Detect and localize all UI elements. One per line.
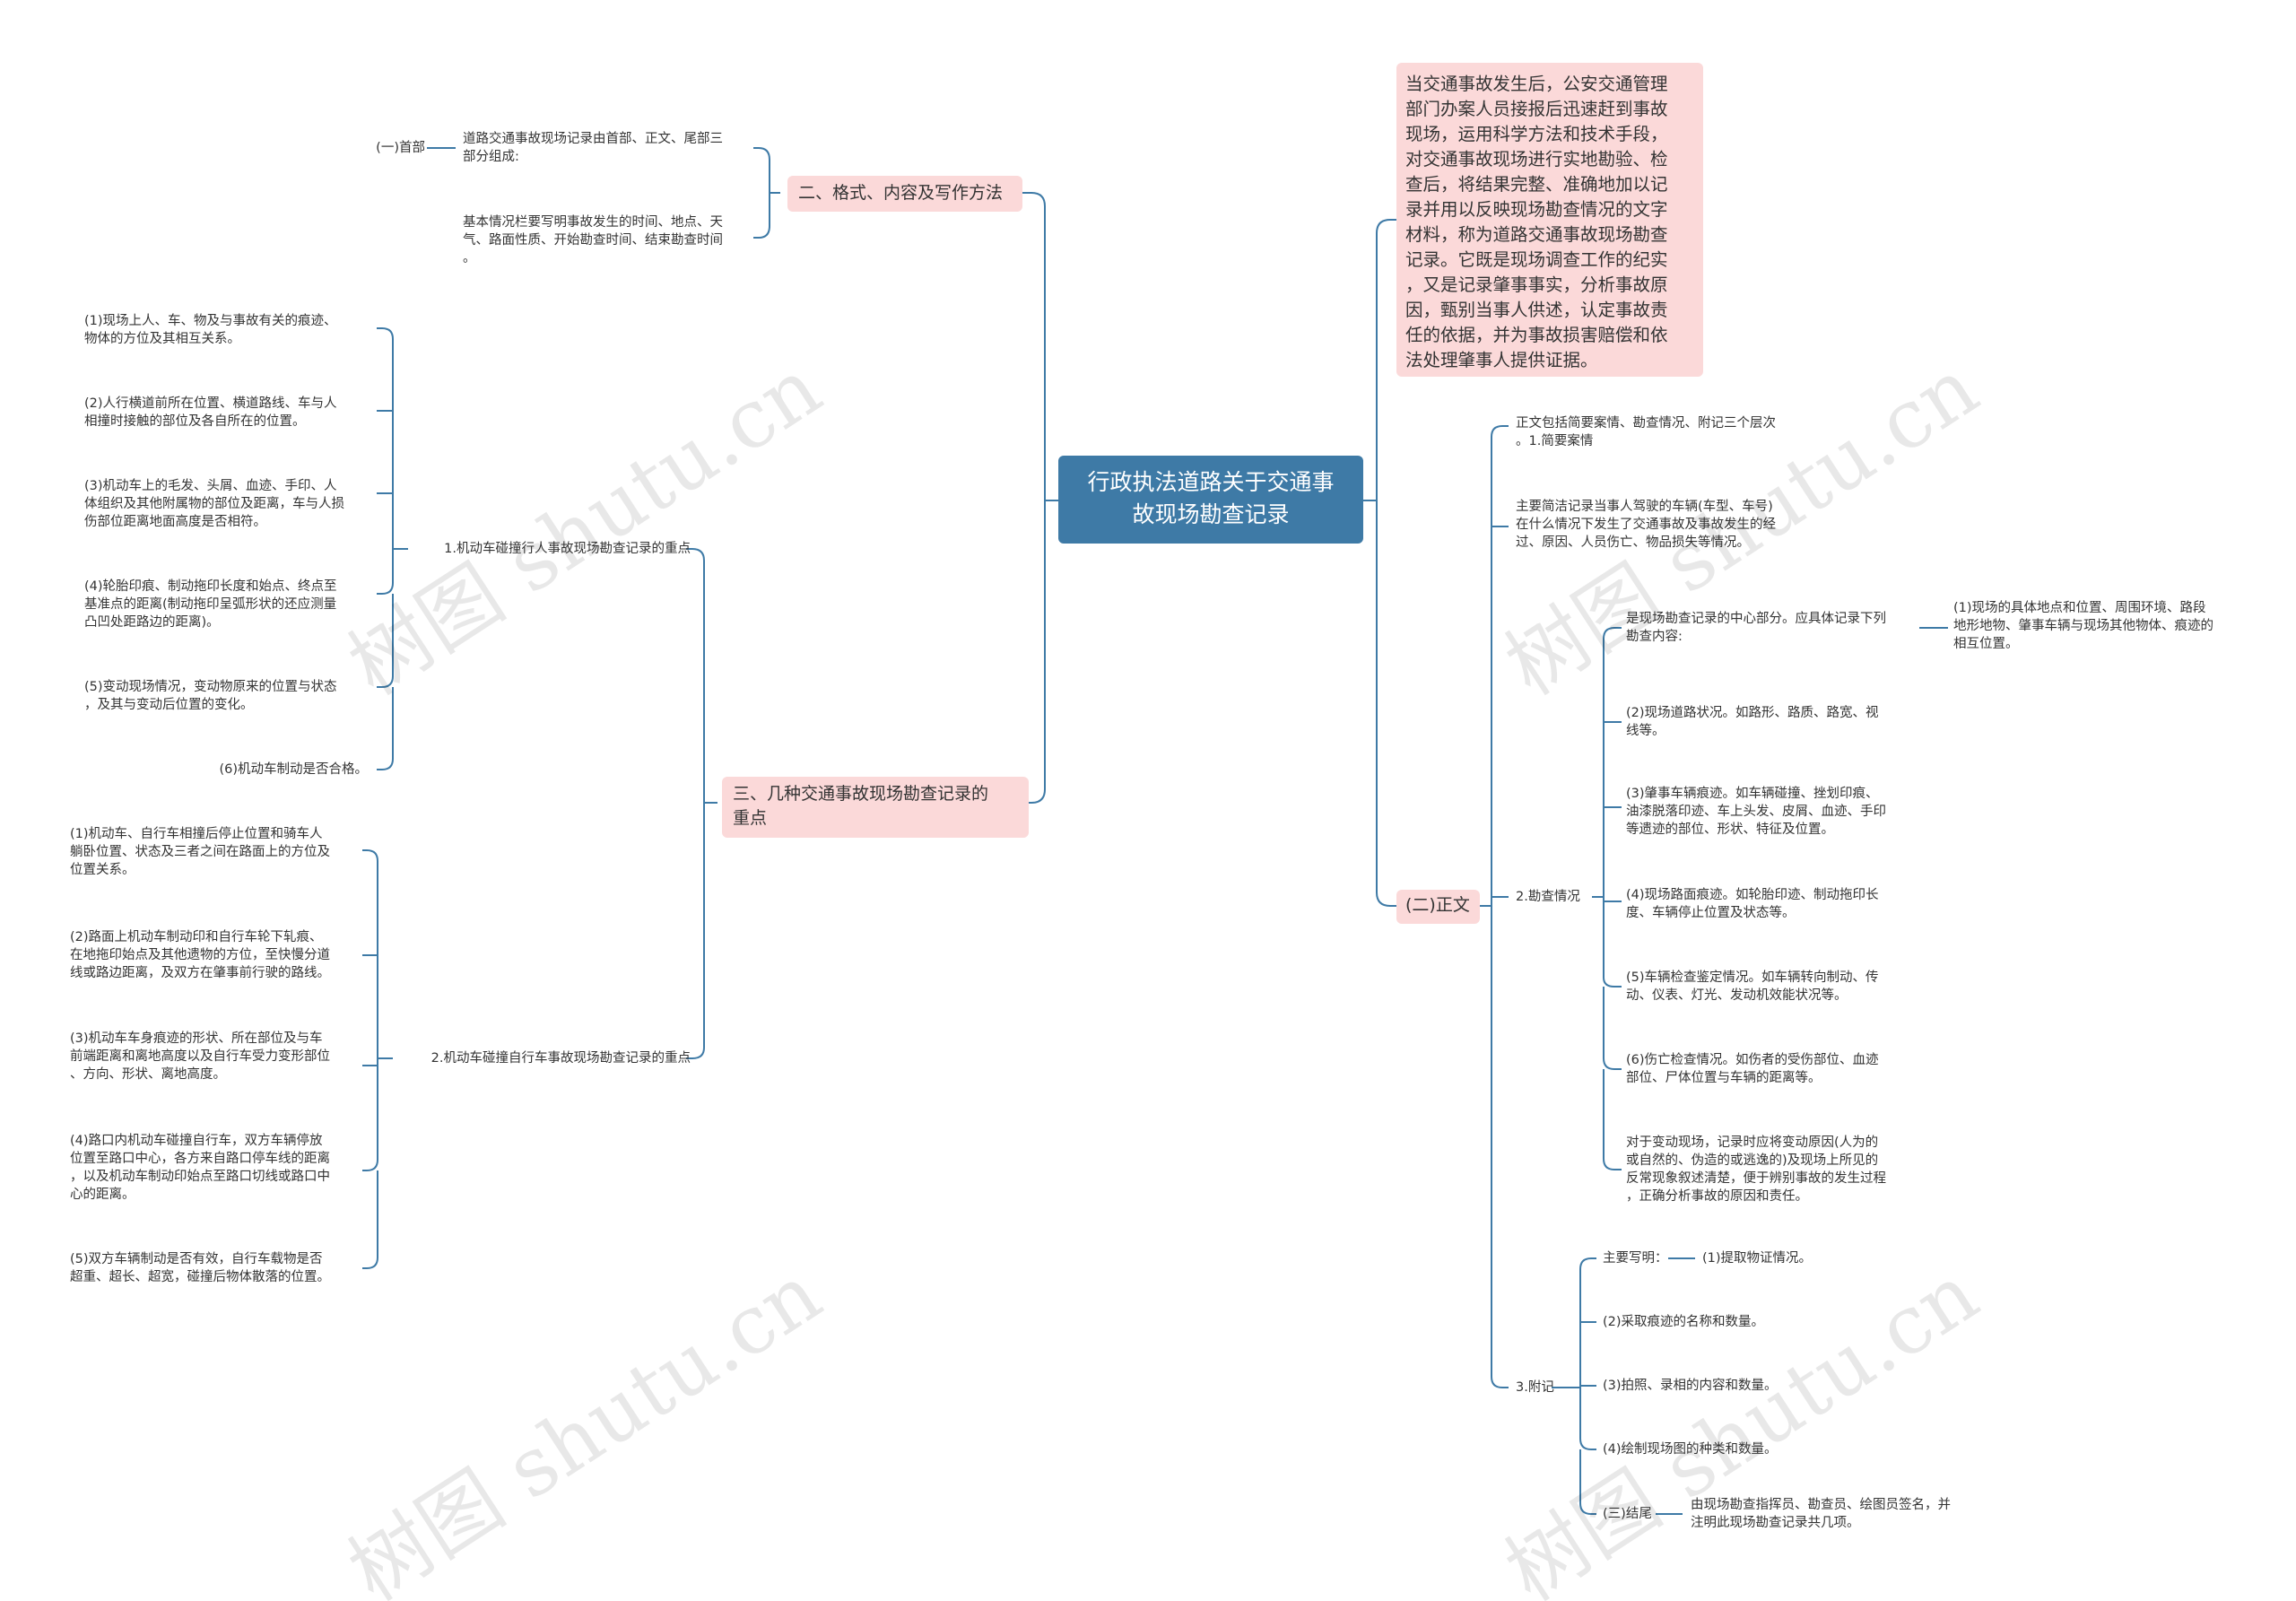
connector: [1603, 987, 1622, 1070]
bicycle-item[interactable]: (3)机动车车身痕迹的形状、所在部位及与车 前端距离和离地高度以及自行车受力变形…: [70, 1031, 330, 1082]
inspection-center[interactable]: 是现场勘查记录的中心部分。应具体记录下列 勘查内容:: [1626, 612, 1886, 644]
connector: [1480, 425, 1509, 907]
connector: [686, 803, 705, 1059]
appendix-item[interactable]: (4)绘制现场图的种类和数量。: [1603, 1442, 1778, 1457]
group-bicycle-label[interactable]: 2.机动车碰撞自行车事故现场勘查记录的重点: [430, 1051, 691, 1066]
connector: [753, 147, 780, 194]
connector: [753, 193, 770, 239]
connector: [1592, 627, 1622, 898]
inspection-location[interactable]: (1)现场的具体地点和位置、周围环境、路段 地形地物、肇事车辆与现场其他物体、痕…: [1953, 601, 2213, 651]
appendix-item[interactable]: (3)拍照、录相的内容和数量。: [1603, 1379, 1778, 1393]
node-header-text[interactable]: 道路交通事故现场记录由首部、正文、尾部三 部分组成:: [463, 132, 723, 164]
inspection-item[interactable]: (5)车辆检查鉴定情况。如车辆转向制动、传 动、仪表、灯光、发动机效能状况等。: [1626, 970, 1879, 1003]
connector: [377, 549, 394, 595]
inspection-item[interactable]: (6)伤亡检查情况。如伤者的受伤部位、血迹 部位、尸体位置与车辆的距离等。: [1626, 1053, 1879, 1085]
pedestrian-item[interactable]: (2)人行横道前所在位置、横道路线、车与人 相撞时接触的部位及各自所在的位置。: [84, 396, 337, 429]
node-basic-info[interactable]: 基本情况栏要写明事故发生的时间、地点、天 气、路面性质、开始勘查时间、结束勘查时…: [463, 215, 723, 265]
connector: [377, 687, 394, 770]
connector: [1603, 897, 1622, 988]
section-body[interactable]: (二)正文: [1396, 890, 1480, 924]
connector: [362, 1170, 378, 1269]
appendix-evidence[interactable]: (1)提取物证情况。: [1702, 1251, 1813, 1266]
connector: [1363, 219, 1396, 501]
connector: [1579, 1385, 1596, 1388]
connector: [1022, 192, 1058, 501]
connector: [377, 327, 408, 550]
root-topic[interactable]: 行政执法道路关于交通事 故现场勘查记录: [1058, 456, 1363, 544]
connector: [362, 849, 393, 1059]
inspection-item[interactable]: (4)现场路面痕迹。如轮胎印迹、制动拖印长 度、车辆停止位置及状态等。: [1626, 888, 1879, 920]
node-header-label[interactable]: (一)首部: [376, 141, 425, 155]
connector: [1022, 500, 1058, 804]
bicycle-item[interactable]: (1)机动车、自行车相撞后停止位置和骑车人 躺卧位置、状态及三者之间在路面上的方…: [70, 827, 330, 877]
connector: [1603, 1069, 1622, 1170]
connector: [362, 1058, 378, 1171]
ending-text[interactable]: 由现场勘查指挥员、勘查员、绘图员签名，并 注明此现场勘查记录共几项。: [1691, 1498, 1951, 1530]
appendix-main-label[interactable]: 主要写明：: [1603, 1251, 1668, 1266]
pedestrian-item[interactable]: (3)机动车上的毛发、头屑、血迹、手印、人 体组织及其他附属物的部位及距离，车与…: [84, 479, 344, 529]
pedestrian-item[interactable]: (6)机动车制动是否合格。: [219, 762, 368, 777]
connector: [1491, 895, 1509, 906]
inspection-item[interactable]: (3)肇事车辆痕迹。如车辆碰撞、挫划印痕、 油漆脱落印迹、车上头发、皮屑、血迹、…: [1626, 787, 1886, 837]
node-brief-case[interactable]: 主要简洁记录当事人驾驶的车辆(车型、车号) 在什么情况下发生了交通事故及事故发生…: [1516, 500, 1776, 550]
connector: [686, 548, 718, 804]
group-inspection-label[interactable]: 2.勘查情况: [1516, 890, 1580, 904]
connector: [1603, 897, 1622, 902]
pedestrian-item[interactable]: (1)现场上人、车、物及与事故有关的痕迹、 物体的方位及其相互关系。: [84, 314, 337, 346]
connector: [1491, 906, 1509, 1388]
connector: [1363, 500, 1396, 907]
inspection-item[interactable]: 对于变动现场，记录时应将变动原因(人为的 或自然的、伪造的或逃逸的)及现场上所见…: [1626, 1135, 1886, 1204]
group-pedestrian-label[interactable]: 1.机动车碰撞行人事故现场勘查记录的重点: [444, 542, 691, 556]
section-key-points[interactable]: 三、几种交通事故现场勘查记录的 重点: [722, 777, 1029, 838]
inspection-item[interactable]: (2)现场道路状况。如路形、路质、路宽、视 线等。: [1626, 706, 1879, 738]
ending-label[interactable]: (三)结尾: [1603, 1507, 1652, 1521]
section-format-content[interactable]: 二、格式、内容及写作方法: [787, 176, 1022, 212]
connector: [1579, 1388, 1596, 1450]
connector: [377, 594, 394, 688]
node-body-intro[interactable]: 正文包括简要案情、勘查情况、附记三个层次 。1.简要案情: [1516, 416, 1776, 448]
pedestrian-item[interactable]: (5)变动现场情况，变动物原来的位置与状态 ，及其与变动后位置的变化。: [84, 680, 337, 712]
definition-box[interactable]: 当交通事故发生后，公安交通管理 部门办案人员接报后迅速赶到事故 现场，运用科学方…: [1396, 63, 1703, 377]
bicycle-item[interactable]: (5)双方车辆制动是否有效，自行车载物是否 超重、超长、超宽，碰撞后物体散落的位…: [70, 1252, 330, 1284]
connector: [1579, 1449, 1596, 1515]
pedestrian-item[interactable]: (4)轮胎印痕、制动拖印长度和始点、终点至 基准点的距离(制动拖印呈弧形状的还应…: [84, 579, 337, 630]
connector: [1552, 1257, 1596, 1388]
bicycle-item[interactable]: (2)路面上机动车制动印和自行车轮下轧痕、 在地拖印始点及其他遗物的方位，至快慢…: [70, 930, 330, 980]
group-appendix-label[interactable]: 3.附记: [1516, 1380, 1554, 1395]
bicycle-item[interactable]: (4)路口内机动车碰撞自行车，双方车辆停放 位置至路口中心，各方来自路口停车线的…: [70, 1134, 330, 1202]
appendix-item[interactable]: (2)采取痕迹的名称和数量。: [1603, 1315, 1765, 1329]
